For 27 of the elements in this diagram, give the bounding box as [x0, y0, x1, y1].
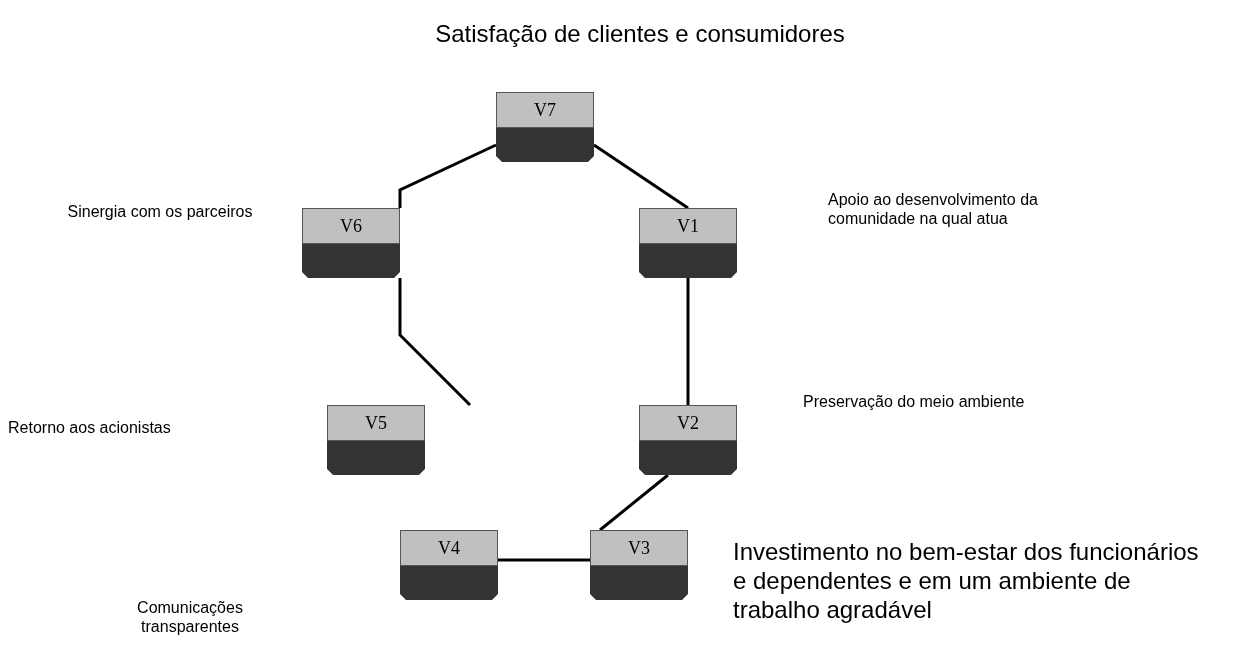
- connector-line: [599, 473, 669, 532]
- key-block: [590, 530, 688, 600]
- value-description: Sinergia com os parceiros: [66, 202, 254, 222]
- connector-line: [398, 278, 472, 407]
- value-description: Apoio ao desenvolvimento da comunidade na qual atua: [828, 190, 1039, 229]
- key-block: [639, 405, 737, 475]
- node-label: V5: [365, 412, 387, 434]
- key-block: [327, 405, 425, 475]
- connector-line: [593, 143, 689, 210]
- node-label: V1: [677, 215, 699, 237]
- value-description: Comunicações transparentes: [136, 598, 244, 637]
- node-label: V4: [438, 537, 460, 559]
- node-label: V2: [677, 412, 699, 434]
- key-block: [302, 208, 400, 278]
- value-description: Preservação do meio ambiente: [803, 392, 1026, 412]
- value-description: Satisfação de clientes e consumidores: [434, 20, 846, 49]
- node-label: V7: [534, 99, 556, 121]
- connector-line: [686, 278, 690, 405]
- value-description: Investimento no bem-estar dos funcionários e dependentes e em um ambiente de trabalho agradável: [733, 538, 1200, 625]
- connector-line: [498, 558, 590, 562]
- key-block: [639, 208, 737, 278]
- connector-line: [398, 143, 497, 208]
- key-block: [496, 92, 594, 162]
- key-block: [400, 530, 498, 600]
- value-description: Retorno aos acionistas: [8, 418, 172, 438]
- node-label: V3: [628, 537, 650, 559]
- node-label: V6: [340, 215, 362, 237]
